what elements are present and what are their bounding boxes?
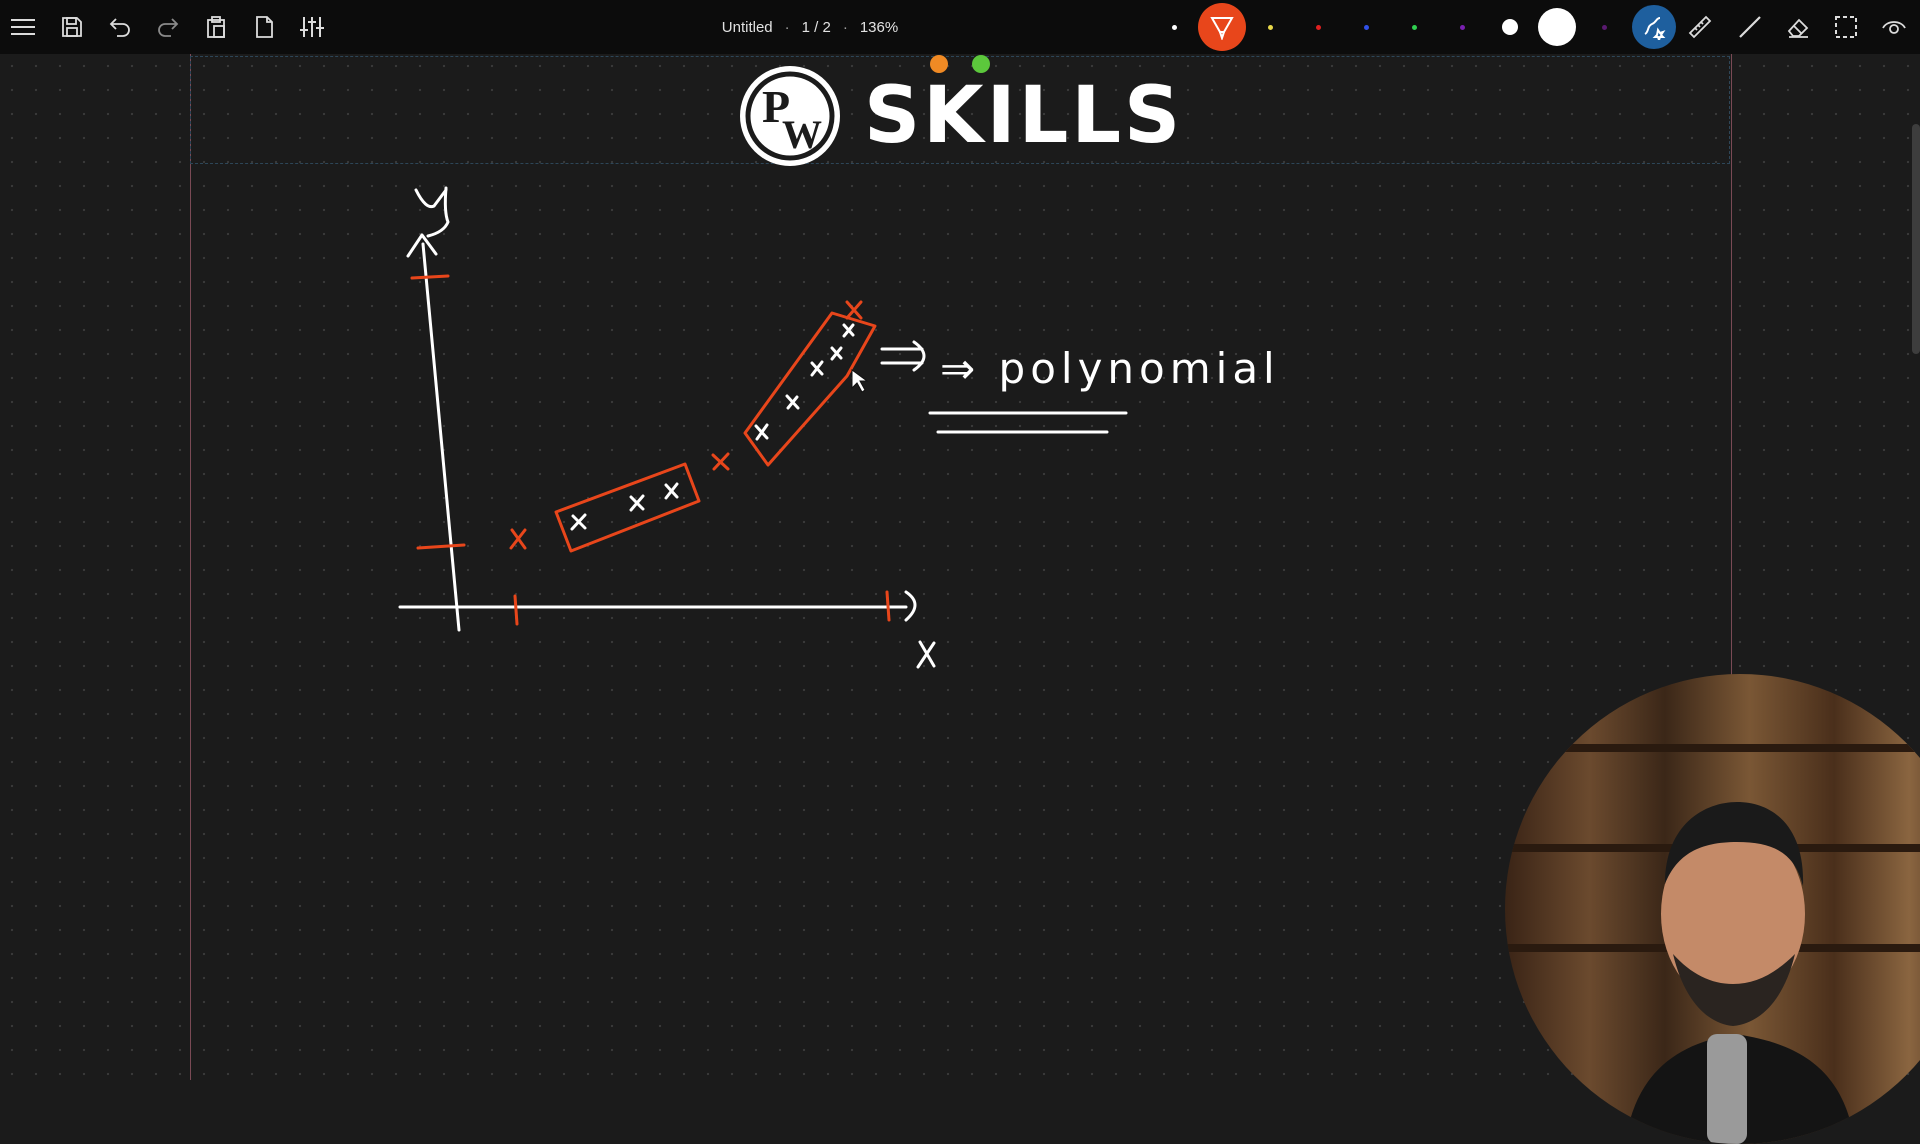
- presenter-webcam-video: [1505, 674, 1920, 1144]
- pen-color-yellow[interactable]: [1268, 25, 1273, 30]
- y-axis-line: [421, 242, 461, 632]
- sliders-icon[interactable]: [292, 7, 332, 47]
- page-boundary: [190, 54, 1732, 1080]
- pen-color-green[interactable]: [1412, 25, 1417, 30]
- orange-data-point-x: [711, 452, 730, 471]
- y-axis-label-glyph: [414, 186, 450, 238]
- line-tool-icon[interactable]: [1730, 7, 1770, 47]
- selection-icon[interactable]: [1826, 7, 1866, 47]
- annotation-label: ⇒ polynomial: [940, 344, 1280, 393]
- data-point-x: [629, 494, 645, 512]
- document-title-bar: Untitled · 1 / 2 · 136%: [620, 0, 1000, 54]
- y-tick-mark: [416, 543, 466, 550]
- brand-header: P W SKILLS: [738, 64, 1183, 168]
- y-tick-mark: [410, 274, 450, 280]
- pen-size-large[interactable]: [1538, 8, 1576, 46]
- undo-icon[interactable]: [100, 7, 140, 47]
- implies-arrow: [880, 340, 926, 372]
- pen-color-white-small[interactable]: [1172, 25, 1177, 30]
- x-tick-mark: [513, 594, 519, 626]
- pen-tool-icon[interactable]: [1198, 3, 1246, 51]
- data-point-x: [754, 423, 769, 441]
- visibility-icon[interactable]: [1874, 7, 1914, 47]
- bookshelf-shelf: [1505, 744, 1920, 752]
- data-point-x: [830, 346, 843, 361]
- vertical-scrollbar[interactable]: [1912, 124, 1920, 354]
- hand-drawing-layer: ⇒ polynomial y x: [398, 186, 1280, 669]
- brand-name: SKILLS: [864, 71, 1184, 161]
- title-separator: ·: [842, 18, 848, 36]
- svg-text:P: P: [762, 81, 790, 132]
- data-point-x: [664, 482, 679, 500]
- x-axis-arrowhead: [904, 590, 917, 622]
- pen-color-red[interactable]: [1316, 25, 1321, 30]
- ruler-icon[interactable]: [1680, 7, 1720, 47]
- handwriting-to-shape-icon[interactable]: [1632, 5, 1676, 49]
- x-axis-label-glyph: [916, 640, 936, 669]
- header-zone: [190, 56, 1730, 164]
- whiteboard-canvas[interactable]: [0, 54, 1920, 1080]
- mouse-cursor-icon: [851, 369, 869, 393]
- brand-dot-orange: [930, 55, 948, 73]
- orange-data-point-x: [845, 300, 863, 320]
- pen-color-blue[interactable]: [1364, 25, 1369, 30]
- data-point-x: [810, 360, 824, 377]
- svg-text:W: W: [782, 112, 822, 157]
- top-toolbar: Untitled · 1 / 2 · 136%: [0, 0, 1920, 54]
- pen-color-dark-purple[interactable]: [1602, 25, 1607, 30]
- eraser-icon[interactable]: [1778, 7, 1818, 47]
- clipboard-icon[interactable]: [196, 7, 236, 47]
- y-axis-arrowhead: [406, 233, 438, 258]
- document-title[interactable]: Untitled: [721, 18, 773, 36]
- presenter-silhouette: [1625, 802, 1855, 1144]
- brand-dot-green: [972, 55, 990, 73]
- pen-color-purple[interactable]: [1460, 25, 1465, 30]
- orange-data-point-x: [509, 528, 527, 550]
- title-separator: ·: [784, 18, 790, 36]
- x-tick-mark: [885, 590, 891, 622]
- data-point-x: [570, 513, 587, 531]
- data-point-x: [842, 323, 855, 338]
- steep-segment-box: [743, 311, 877, 467]
- page-icon[interactable]: [244, 7, 284, 47]
- pen-size-medium[interactable]: [1502, 19, 1518, 35]
- redo-icon[interactable]: [148, 7, 188, 47]
- zoom-level[interactable]: 136%: [859, 18, 899, 36]
- hamburger-menu-icon[interactable]: [3, 7, 43, 47]
- save-icon[interactable]: [52, 7, 92, 47]
- data-point-x: [785, 394, 800, 410]
- linear-segment-box: [554, 462, 701, 553]
- page-indicator[interactable]: 1 / 2: [801, 18, 831, 36]
- pw-logo-icon: P W: [740, 66, 840, 166]
